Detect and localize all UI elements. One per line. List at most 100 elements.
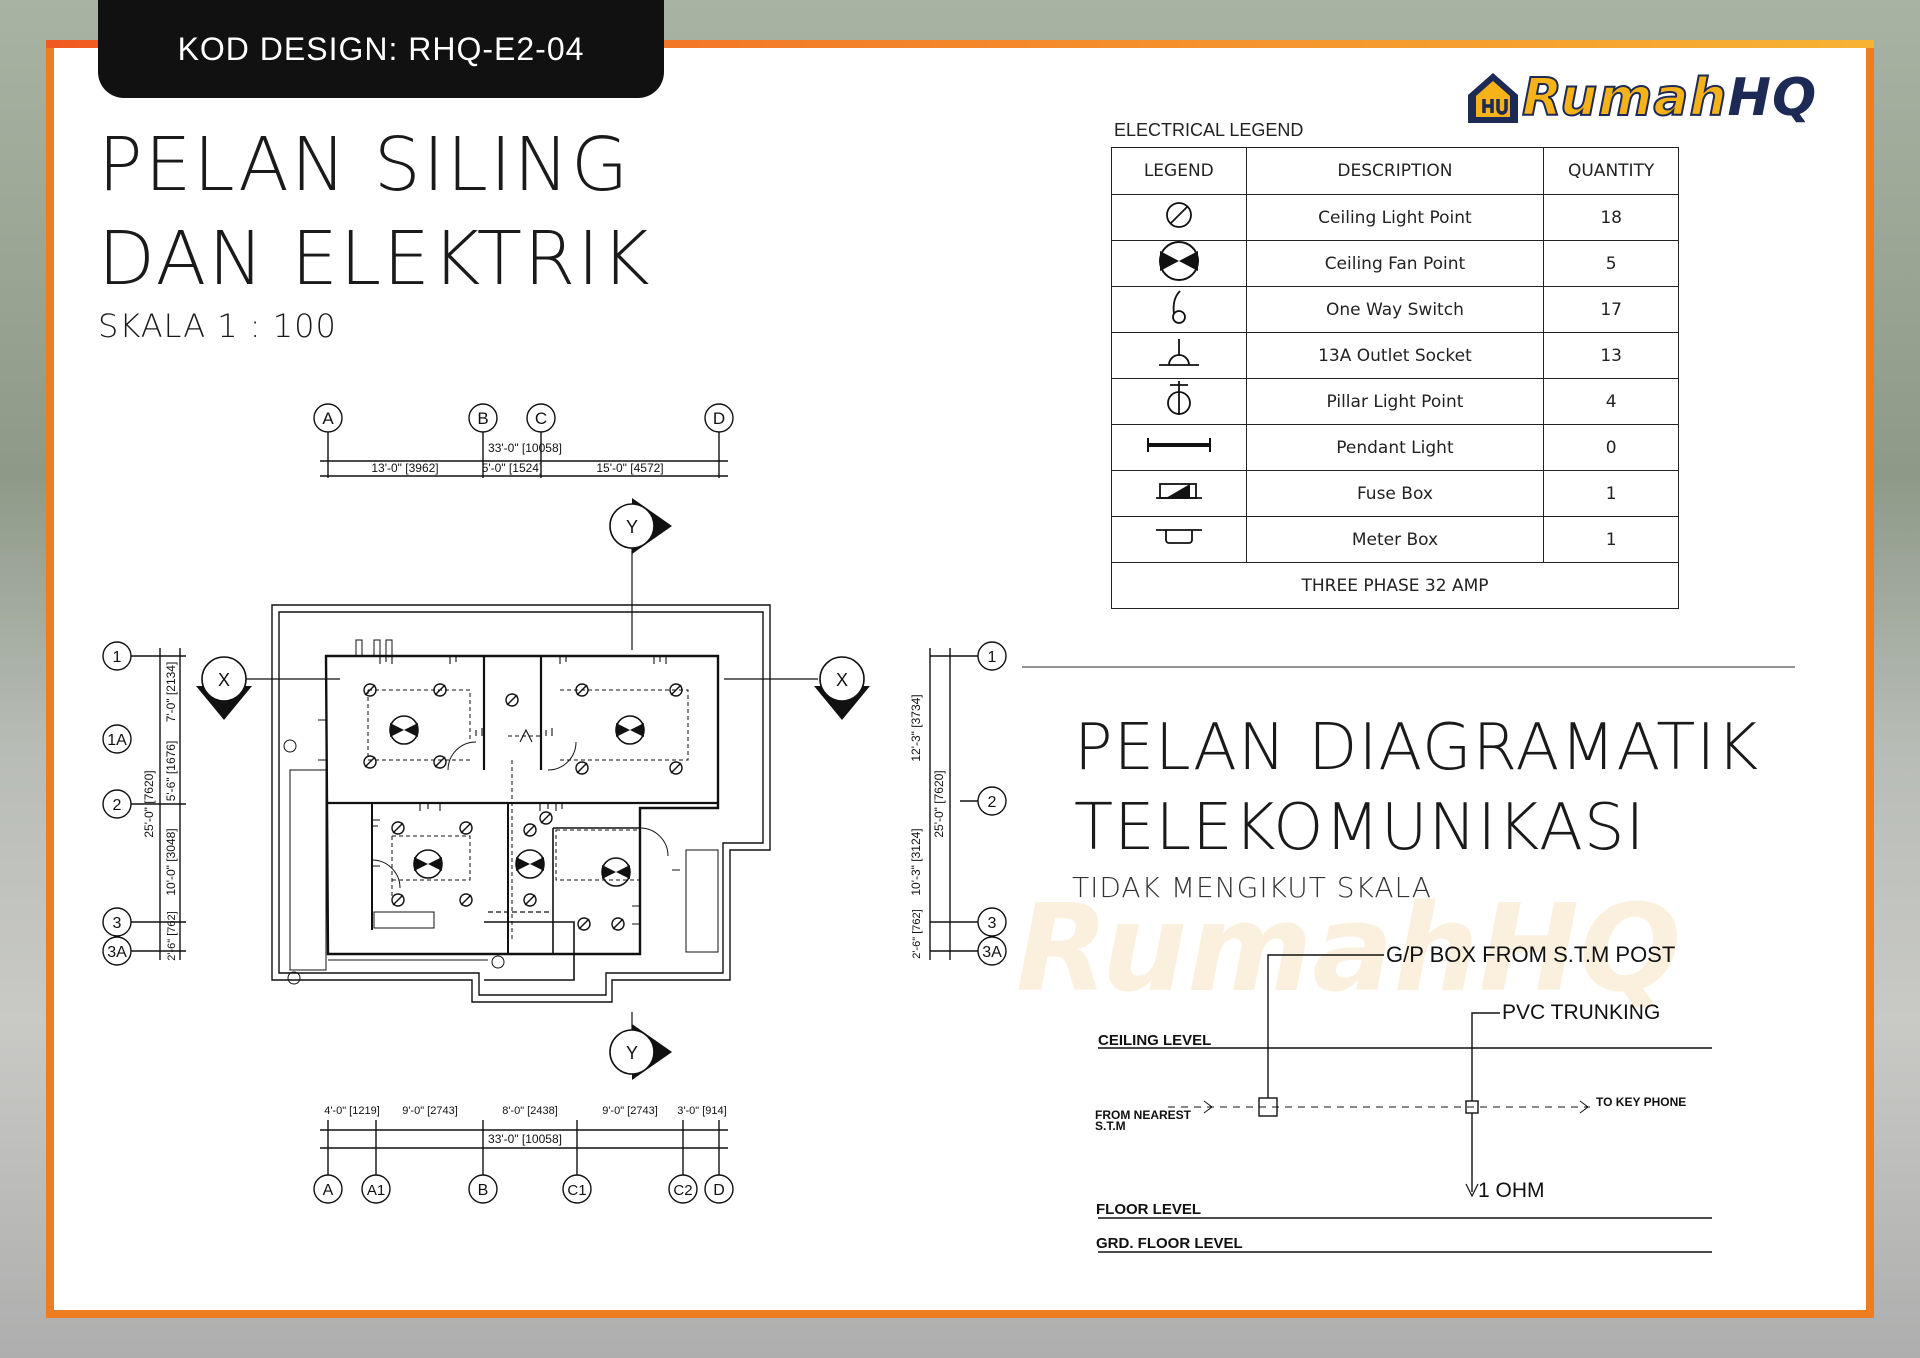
switch-socket-marks (318, 656, 680, 925)
grid-label-bottom: A (323, 1182, 334, 1199)
plan-scale: SKALA 1 : 100 (98, 307, 337, 345)
ceiling-light-icon (1111, 194, 1247, 241)
telecom-scale: TIDAK MENGIKUT SKALA (1072, 871, 1432, 904)
section-label-y: Y (626, 517, 638, 537)
pvc-label: PVC TRUNKING (1502, 1001, 1660, 1024)
legend-description: Ceiling Light Point (1245, 194, 1545, 241)
ceiling-level-label: CEILING LEVEL (1098, 1032, 1211, 1049)
dim-bottom-total: 33'-0" [10058] (488, 1132, 562, 1146)
logo-wordmark: RumahHQ (1521, 67, 1818, 129)
grid-label-bottom: B (478, 1182, 489, 1199)
grid-label-right: 3A (982, 944, 1002, 961)
ceiling-fan-icon (1111, 240, 1247, 287)
legend-row: Pillar Light Point 4 (1111, 378, 1679, 425)
legend-row: Fuse Box 1 (1111, 470, 1679, 517)
floor-level-label: FLOOR LEVEL (1096, 1201, 1201, 1218)
section-marker-x-left (196, 656, 340, 720)
grid-label-right: 2 (988, 794, 997, 811)
grd-floor-level-label: GRD. FLOOR LEVEL (1096, 1235, 1243, 1252)
grid-bottom (313, 1120, 734, 1204)
grid-top (313, 403, 734, 478)
dim-top: 5'-0" [1524] (482, 461, 543, 475)
legend-description: Pendant Light (1245, 424, 1545, 471)
dim-bottom: 9'-0" [2743] (402, 1105, 458, 1117)
grid-label-left: 1A (107, 732, 127, 749)
dim-left: 7'-0" [2134] (164, 662, 178, 723)
legend-quantity: 17 (1543, 286, 1679, 333)
legend-description: One Way Switch (1245, 286, 1545, 333)
legend-caption: ELECTRICAL LEGEND (1114, 120, 1304, 140)
section-label-x: X (836, 670, 848, 690)
logo-accent: HQ (1727, 68, 1818, 128)
dim-bottom: 9'-0" [2743] (602, 1105, 658, 1117)
grid-label-top: A (322, 409, 334, 428)
dim-bottom: 8'-0" [2438] (502, 1105, 558, 1117)
telecom-title-line1: PELAN DIAGRAMATIK (1074, 711, 1760, 785)
wiring-paths (367, 689, 689, 940)
legend-description: Meter Box (1245, 516, 1545, 563)
logo-watermark: RumahHQ (1016, 880, 1682, 1019)
dim-left-total: 25'-0" [7620] (142, 770, 156, 837)
dim-top-total: 33'-0" [10058] (488, 441, 562, 455)
legend-row: One Way Switch 17 (1111, 286, 1679, 333)
grid-label-bottom: C2 (673, 1182, 692, 1199)
grid-label-right: 3 (988, 915, 997, 932)
section-marker-y-top (609, 498, 672, 650)
legend-description: Pillar Light Point (1245, 378, 1545, 425)
legend-row: Ceiling Light Point 18 (1111, 194, 1679, 241)
fuse-box-icon (1111, 470, 1247, 517)
section-label-x: X (218, 670, 230, 690)
grid-label-left: 3 (113, 915, 122, 932)
legend-row: Ceiling Fan Point 5 (1111, 240, 1679, 287)
grid-label-left: 3A (107, 944, 127, 961)
ceiling-fan-points (389, 715, 645, 887)
gp-box-leader (1267, 954, 1384, 1098)
telecom-diagram (1098, 954, 1712, 1253)
grid-label-bottom: A1 (367, 1182, 385, 1199)
design-code-tag: KOD DESIGN: RHQ-E2-04 (98, 0, 664, 98)
stm-label: S.T.M (1095, 1119, 1126, 1133)
frame-top-accent (46, 40, 1874, 48)
dim-right: 10'-3" [3124] (909, 828, 923, 895)
grid-label-bottom: C1 (567, 1182, 586, 1199)
dim-right: 12'-3" [3734] (909, 694, 923, 761)
grid-label-top: D (713, 409, 725, 428)
plan-title-line1: PELAN SILING (98, 122, 631, 208)
dim-bottom: 4'-0" [1219] (324, 1105, 380, 1117)
legend-row: Meter Box 1 (1111, 516, 1679, 563)
ceiling-light-points (363, 683, 683, 931)
dim-right-total: 25'-0" [7620] (932, 770, 946, 837)
from-nearest-label: FROM NEAREST (1095, 1108, 1192, 1122)
rumahhq-logo: RumahHQ (1464, 64, 1854, 132)
legend-quantity: 13 (1543, 332, 1679, 379)
dim-left: 10'-0" [3048] (164, 828, 178, 895)
house-logo-icon (1468, 73, 1518, 123)
to-key-phone-label: TO KEY PHONE (1596, 1095, 1686, 1109)
section-marker-y-bottom (609, 1012, 672, 1080)
ohm-label: 1 OHM (1478, 1179, 1545, 1202)
section-marker-x-right (724, 656, 870, 720)
grid-left (102, 641, 186, 966)
floor-plan-walls (271, 604, 771, 1003)
legend-footer-row: THREE PHASE 32 AMP (1111, 562, 1679, 609)
dim-right: 2'-6" [762] (911, 909, 923, 958)
grid-label-left: 1 (113, 649, 122, 666)
section-label-y: Y (626, 1043, 638, 1063)
grid-right (929, 641, 1007, 966)
plan-title-line2: DAN ELEKTRIK (98, 216, 652, 302)
grid-label-left: 2 (113, 797, 122, 814)
pvc-leader (1471, 1012, 1500, 1101)
dim-bottom: 3'-0" [914] (677, 1105, 726, 1117)
dim-left: 5'-6" [1676] (164, 741, 178, 802)
legend-quantity: 18 (1543, 194, 1679, 241)
dim-top: 15'-0" [4572] (596, 461, 663, 475)
gp-box-label: G/P BOX FROM S.T.M POST (1386, 942, 1675, 967)
legend-header-quantity: QUANTITY (1543, 147, 1679, 195)
pendant-light-icon (1111, 424, 1247, 471)
grid-label-top: C (535, 409, 547, 428)
grid-label-right: 1 (988, 649, 997, 666)
legend-description: Ceiling Fan Point (1245, 240, 1545, 287)
legend-footer: THREE PHASE 32 AMP (1111, 562, 1679, 609)
legend-row: Pendant Light 0 (1111, 424, 1679, 471)
